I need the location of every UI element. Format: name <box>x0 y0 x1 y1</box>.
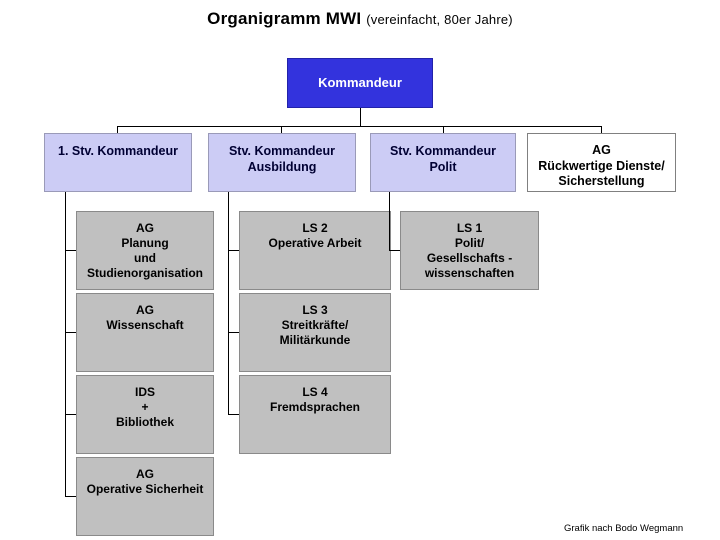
connector-col1-stub-2 <box>65 332 76 333</box>
node-ls2-operative-arbeit-label: LS 2 Operative Arbeit <box>268 221 362 250</box>
credit-text: Grafik nach Bodo Wegmann <box>564 523 684 534</box>
node-kommandeur[interactable]: Kommandeur <box>287 58 433 108</box>
connector-col2-stub-3 <box>228 414 239 415</box>
node-stv-kommandeur-polit[interactable]: Stv. Kommandeur Polit <box>370 133 516 192</box>
page-title: Organigramm MWI (vereinfacht, 80er Jahre… <box>0 9 720 29</box>
title-main-text: Organigramm MWI <box>207 9 367 28</box>
node-kommandeur-label: Kommandeur <box>318 74 402 90</box>
node-erster-stv-kommandeur[interactable]: 1. Stv. Kommandeur <box>44 133 192 192</box>
node-ag-operative-sicherheit[interactable]: AG Operative Sicherheit <box>76 457 214 536</box>
node-ls3-streitkraefte-militaerkunde-label: LS 3 Streitkräfte/ Militärkunde <box>279 303 351 347</box>
node-stv-kommandeur-ausbildung-label: Stv. Kommandeur Ausbildung <box>228 144 336 174</box>
node-ls4-fremdsprachen[interactable]: LS 4 Fremdsprachen <box>239 375 391 454</box>
connector-col2-stub-1 <box>228 250 239 251</box>
node-ls2-operative-arbeit[interactable]: LS 2 Operative Arbeit <box>239 211 391 290</box>
connector-col1-stub-3 <box>65 414 76 415</box>
node-ag-operative-sicherheit-label: AG Operative Sicherheit <box>86 467 204 496</box>
connector-deputy-drop-4 <box>601 126 602 134</box>
node-ag-wissenschaft[interactable]: AG Wissenschaft <box>76 293 214 372</box>
node-erster-stv-kommandeur-label: 1. Stv. Kommandeur <box>58 144 178 158</box>
node-ls1-polit-gesellschaftswissenschaften-label: LS 1 Polit/ Gesellschafts - wissenschaft… <box>424 221 515 280</box>
node-ids-bibliothek[interactable]: IDS + Bibliothek <box>76 375 214 454</box>
connector-col1-stub-4 <box>65 496 76 497</box>
node-ag-planung-studienorganisation[interactable]: AG Planung und Studienorganisation <box>76 211 214 290</box>
connector-deputy-drop-1 <box>117 126 118 134</box>
node-ls1-polit-gesellschaftswissenschaften[interactable]: LS 1 Polit/ Gesellschafts - wissenschaft… <box>400 211 539 290</box>
node-stv-kommandeur-ausbildung[interactable]: Stv. Kommandeur Ausbildung <box>208 133 356 192</box>
node-ag-rueckwertige-dienste[interactable]: AG Rückwertige Dienste/ Sicherstellung <box>527 133 676 192</box>
connector-root-drop <box>360 108 361 127</box>
node-ag-rueckwertige-dienste-label: AG Rückwertige Dienste/ Sicherstellung <box>538 143 665 189</box>
connector-col2-spine <box>228 192 229 415</box>
connector-col3-stub-1 <box>389 250 400 251</box>
connector-deputy-bus <box>117 126 601 127</box>
node-stv-kommandeur-polit-label: Stv. Kommandeur Polit <box>389 144 497 174</box>
node-ls3-streitkraefte-militaerkunde[interactable]: LS 3 Streitkräfte/ Militärkunde <box>239 293 391 372</box>
connector-deputy-drop-2 <box>281 126 282 134</box>
connector-col2-stub-2 <box>228 332 239 333</box>
connector-col1-stub-1 <box>65 250 76 251</box>
title-subtitle-text: (vereinfacht, 80er Jahre) <box>366 12 513 27</box>
connector-col1-spine <box>65 192 66 497</box>
connector-deputy-drop-3 <box>443 126 444 134</box>
node-ag-planung-studienorganisation-label: AG Planung und Studienorganisation <box>86 221 203 280</box>
connector-col3-spine <box>389 192 390 251</box>
node-ls4-fremdsprachen-label: LS 4 Fremdsprachen <box>269 385 361 414</box>
node-ag-wissenschaft-label: AG Wissenschaft <box>106 303 184 332</box>
node-ids-bibliothek-label: IDS + Bibliothek <box>115 385 174 429</box>
